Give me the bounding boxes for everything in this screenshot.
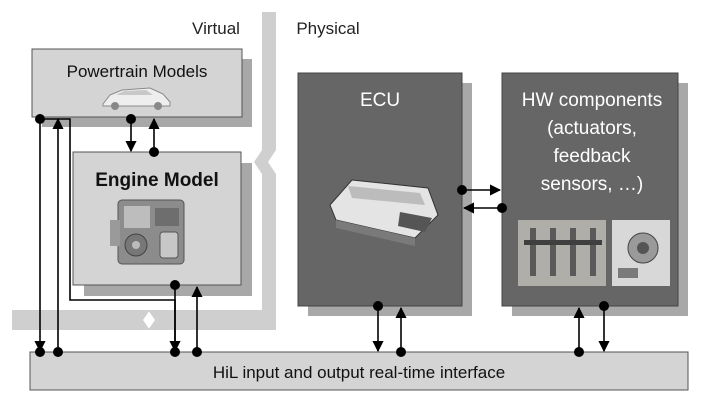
junction-dot bbox=[396, 347, 406, 357]
junction-dot bbox=[192, 347, 202, 357]
junction-dot bbox=[35, 347, 45, 357]
injector-photo-icon bbox=[518, 220, 606, 286]
junction-dot bbox=[599, 301, 609, 311]
hil-interface-label: HiL input and output real-time interface bbox=[213, 363, 505, 382]
ecu-box: ECU bbox=[297, 72, 472, 316]
junction-dot bbox=[35, 114, 45, 124]
powertrain-models-label: Powertrain Models bbox=[67, 62, 208, 81]
junction-dots bbox=[35, 114, 609, 357]
junction-dot bbox=[497, 203, 507, 213]
physical-label: Physical bbox=[296, 19, 359, 38]
powertrain-models-box: Powertrain Models bbox=[31, 48, 252, 127]
virtual-label: Virtual bbox=[192, 19, 240, 38]
junction-dot bbox=[170, 280, 180, 290]
junction-dot bbox=[126, 114, 136, 124]
car-icon bbox=[102, 87, 171, 110]
ecu-unit-icon bbox=[329, 179, 439, 246]
ecu-label: ECU bbox=[360, 90, 400, 111]
engine-model-label: Engine Model bbox=[95, 170, 219, 191]
sensor-photo-icon bbox=[612, 220, 670, 286]
virtual-physical-divider bbox=[12, 12, 276, 330]
engine-icon bbox=[110, 199, 185, 265]
engine-model-box: Engine Model bbox=[72, 151, 252, 296]
hw-components-line-1: HW components bbox=[522, 90, 662, 111]
hw-components-line-2: (actuators, bbox=[547, 118, 637, 139]
junction-dot bbox=[457, 185, 467, 195]
hw-components-line-3: feedback bbox=[553, 146, 631, 167]
junction-dot bbox=[53, 347, 63, 357]
junction-dot bbox=[170, 347, 180, 357]
junction-dot bbox=[373, 301, 383, 311]
hw-components-line-4: sensors, …) bbox=[541, 174, 643, 195]
hil-interface-bar: HiL input and output real-time interface bbox=[29, 351, 689, 391]
junction-dot bbox=[149, 147, 159, 157]
hw-components-box: HW components (actuators, feedback senso… bbox=[501, 72, 688, 316]
connections bbox=[34, 117, 610, 353]
junction-dot bbox=[574, 347, 584, 357]
